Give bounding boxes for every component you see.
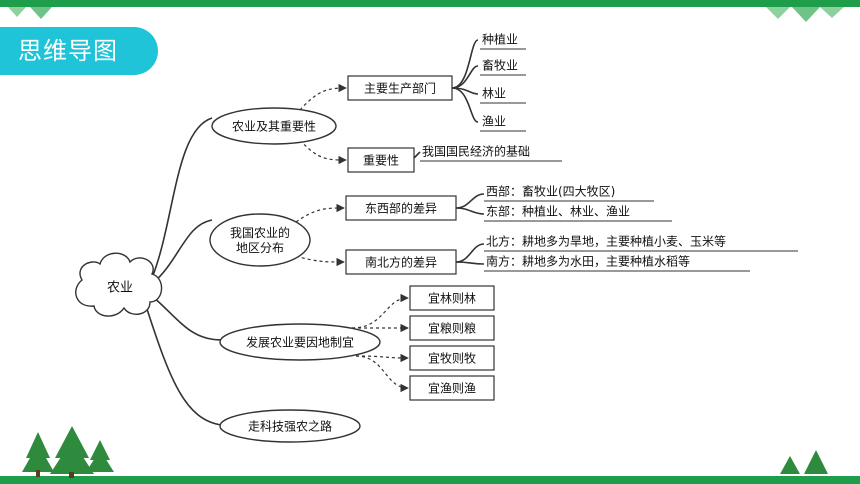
top-bar xyxy=(0,0,860,7)
node-suitability-1-box xyxy=(409,315,495,341)
node-suitability-2-box xyxy=(409,345,495,371)
corner-decoration-right xyxy=(766,7,844,22)
root-node-cloud xyxy=(75,252,163,317)
branch-ellipse-importance-label: 农业及其重要性 xyxy=(232,120,316,134)
connector-line xyxy=(455,261,485,265)
connector-line xyxy=(151,219,213,285)
node-production-sectors-label: 主要生产部门 xyxy=(364,81,436,96)
node-suitability-3-label: 宜渔则渔 xyxy=(428,381,476,396)
connector-line xyxy=(351,293,409,329)
branch-ellipse-importance xyxy=(211,107,337,145)
node-suitability-2-label: 宜牧则牧 xyxy=(428,351,476,366)
node-east-west-box xyxy=(345,195,457,221)
connector-line xyxy=(295,203,345,223)
corner-decoration-left xyxy=(8,7,52,19)
connector-line xyxy=(145,305,223,426)
leaf-sector: 种植业 xyxy=(482,32,518,47)
connector-line xyxy=(295,255,345,267)
node-suitability-0-label: 宜林则林 xyxy=(428,291,476,306)
branch-ellipse-local-conditions-label: 发展农业要因地制宜 xyxy=(246,335,354,350)
root-node-label: 农业 xyxy=(107,281,133,296)
connector-line xyxy=(151,117,213,279)
node-production-sectors-box xyxy=(347,75,453,101)
leaf-sector: 畜牧业 xyxy=(482,58,518,73)
connector-line xyxy=(455,243,485,263)
branch-ellipse-distribution xyxy=(209,213,311,267)
leaf-north: 北方：耕地多为旱地，主要种植小麦、玉米等 xyxy=(486,234,726,249)
leaf-sector: 渔业 xyxy=(482,115,506,129)
branch-ellipse-technology xyxy=(219,409,361,443)
connector-line xyxy=(455,193,485,209)
connector-line xyxy=(451,87,479,123)
connector-line xyxy=(355,355,409,393)
branch-ellipse-distribution-label: 地区分布 xyxy=(236,241,284,255)
node-importance-label: 重要性 xyxy=(363,154,399,168)
connector-line xyxy=(413,151,421,159)
branch-ellipse-distribution-label: 我国农业的 xyxy=(230,225,290,240)
branch-ellipse-local-conditions xyxy=(219,323,381,361)
connector-line xyxy=(299,83,347,111)
connector-line xyxy=(299,139,347,165)
leaf-importance: 我国国民经济的基础 xyxy=(422,144,530,159)
branch-ellipse-technology-label: 走科技强农之路 xyxy=(248,419,332,434)
connector-line xyxy=(455,207,485,215)
node-importance-box xyxy=(347,147,415,173)
leaf-west: 西部：畜牧业(四大牧区) xyxy=(486,184,615,199)
leaf-south: 南方：耕地多为水田，主要种植水稻等 xyxy=(486,254,690,269)
node-suitability-0-box xyxy=(409,285,495,311)
leaf-sector: 林业 xyxy=(482,87,506,101)
leaf-east: 东部：种植业、林业、渔业 xyxy=(486,204,630,219)
title-tab: 思维导图 xyxy=(0,27,158,75)
node-suitability-3-box xyxy=(409,375,495,401)
bottom-bar xyxy=(0,476,860,484)
node-north-south-label: 南北方的差异 xyxy=(365,255,437,270)
tree-icon xyxy=(22,426,828,478)
node-north-south-box xyxy=(345,249,457,275)
node-east-west-label: 东西部的差异 xyxy=(365,201,437,216)
connector-line xyxy=(151,295,223,341)
connector-lines xyxy=(145,39,485,426)
node-suitability-1-label: 宜粮则粮 xyxy=(428,321,476,336)
